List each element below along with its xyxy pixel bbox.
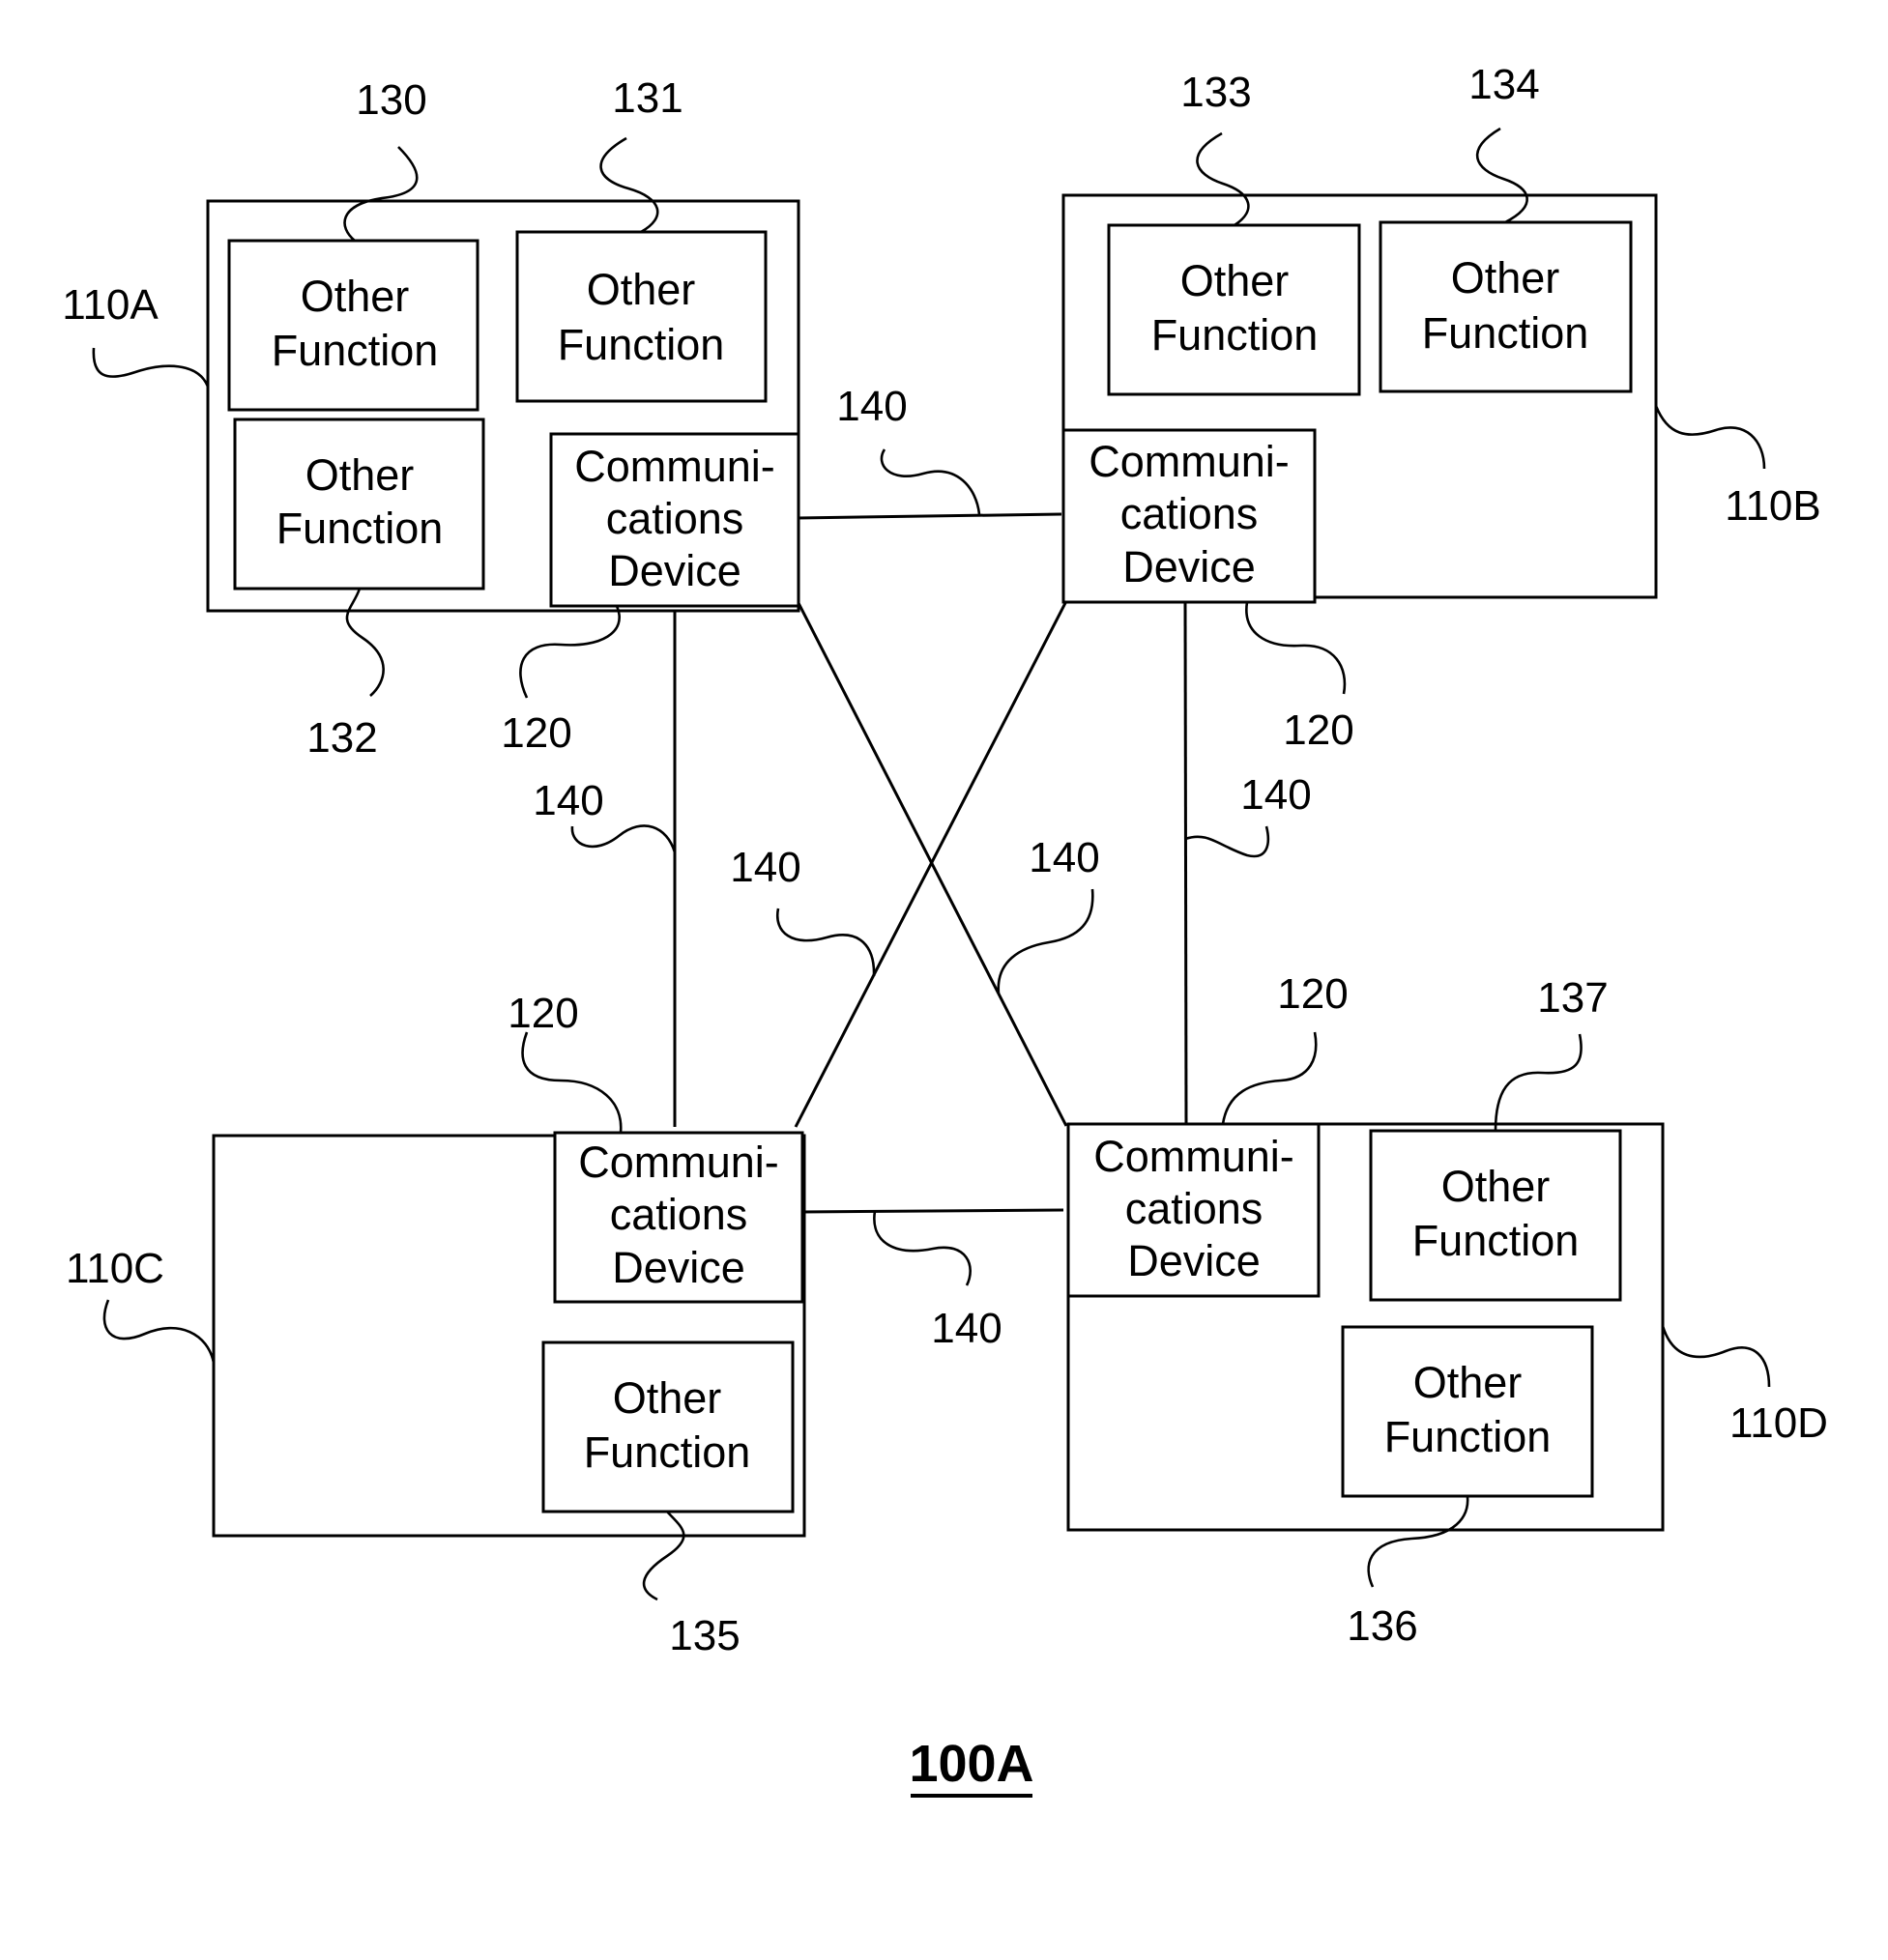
ref-label-110d: 110D bbox=[1729, 1399, 1828, 1447]
leader-140-bd bbox=[1185, 826, 1268, 856]
function-130-line1: Other bbox=[301, 272, 410, 321]
link-c-d bbox=[800, 1210, 1063, 1212]
ref-label-132: 132 bbox=[306, 714, 377, 762]
figure-label: 100A bbox=[909, 1735, 1033, 1793]
leader-120-a bbox=[520, 606, 619, 698]
function-135-line2: Function bbox=[584, 1427, 751, 1477]
comm-device-110c: Communi- cations Device bbox=[555, 1133, 802, 1302]
ref-label-110a: 110A bbox=[62, 281, 159, 329]
ref-label-137: 137 bbox=[1537, 974, 1608, 1022]
leader-110a bbox=[94, 348, 208, 387]
function-134-line2: Function bbox=[1422, 308, 1589, 358]
ref-label-110b: 110B bbox=[1725, 482, 1821, 530]
link-b-d bbox=[1185, 601, 1186, 1124]
ref-label-140-ab: 140 bbox=[836, 383, 907, 430]
ref-label-134: 134 bbox=[1468, 61, 1539, 108]
function-box-130: Other Function bbox=[229, 241, 478, 410]
comm-110d-line3: Device bbox=[1127, 1236, 1261, 1285]
comm-110b-line1: Communi- bbox=[1089, 437, 1290, 486]
function-137-line2: Function bbox=[1412, 1216, 1580, 1265]
comm-110a-line3: Device bbox=[608, 546, 741, 595]
link-a-b bbox=[798, 514, 1061, 518]
comm-device-110a: Communi- cations Device bbox=[551, 434, 799, 606]
ref-label-140-ad: 140 bbox=[1029, 834, 1099, 881]
node-110b: Other Function Other Function Communi- c… bbox=[1063, 195, 1656, 602]
function-134-line1: Other bbox=[1451, 253, 1560, 303]
ref-label-120-c: 120 bbox=[508, 990, 578, 1037]
function-137-line1: Other bbox=[1441, 1162, 1551, 1211]
comm-110c-line1: Communi- bbox=[578, 1138, 779, 1187]
function-136-line2: Function bbox=[1384, 1412, 1552, 1461]
leader-120-c bbox=[523, 1032, 622, 1133]
function-135-line1: Other bbox=[613, 1373, 722, 1423]
function-box-131: Other Function bbox=[517, 232, 766, 401]
comm-110a-line2: cations bbox=[606, 494, 744, 543]
leader-110d bbox=[1663, 1326, 1769, 1387]
leader-120-d bbox=[1223, 1032, 1316, 1124]
ref-label-130: 130 bbox=[356, 76, 426, 124]
comm-110b-line3: Device bbox=[1122, 542, 1256, 591]
ref-label-140-bc: 140 bbox=[730, 844, 800, 891]
leader-110b bbox=[1656, 406, 1764, 469]
function-131-line2: Function bbox=[558, 320, 725, 369]
node-110a: Other Function Other Function Other Func… bbox=[208, 201, 799, 611]
function-132-line2: Function bbox=[276, 504, 444, 553]
function-132-line1: Other bbox=[305, 450, 415, 500]
leader-140-cd bbox=[874, 1211, 970, 1285]
comm-110a-line1: Communi- bbox=[574, 442, 775, 491]
ref-label-135: 135 bbox=[669, 1612, 740, 1659]
leader-120-b bbox=[1246, 602, 1345, 694]
node-110d: Communi- cations Device Other Function O… bbox=[1068, 1124, 1663, 1530]
ref-label-133: 133 bbox=[1180, 69, 1251, 116]
function-133-line1: Other bbox=[1180, 256, 1290, 305]
comm-110c-line2: cations bbox=[610, 1190, 748, 1239]
function-box-135: Other Function bbox=[543, 1342, 793, 1512]
function-131-line1: Other bbox=[587, 265, 696, 314]
ref-label-136: 136 bbox=[1347, 1602, 1417, 1650]
ref-label-131: 131 bbox=[612, 74, 683, 122]
leader-140-ad bbox=[999, 889, 1093, 994]
function-130-line2: Function bbox=[272, 326, 439, 375]
function-box-133: Other Function bbox=[1109, 225, 1359, 394]
ref-label-120-b: 120 bbox=[1283, 706, 1353, 754]
function-box-137: Other Function bbox=[1371, 1131, 1620, 1300]
ref-label-140-ac: 140 bbox=[533, 777, 603, 824]
comm-110c-line3: Device bbox=[612, 1243, 745, 1292]
comm-110d-line1: Communi- bbox=[1093, 1132, 1294, 1181]
leader-140-ab bbox=[882, 449, 979, 514]
leader-140-bc bbox=[777, 908, 874, 976]
function-box-132: Other Function bbox=[235, 419, 483, 589]
node-110c: Communi- cations Device Other Function bbox=[214, 1133, 804, 1536]
ref-label-120-d: 120 bbox=[1277, 970, 1348, 1018]
leader-110c bbox=[104, 1300, 214, 1363]
comm-device-110d: Communi- cations Device bbox=[1068, 1124, 1319, 1296]
ref-label-110c: 110C bbox=[66, 1245, 164, 1292]
ref-label-140-cd: 140 bbox=[931, 1305, 1002, 1352]
comm-110b-line2: cations bbox=[1120, 489, 1259, 538]
comm-110d-line2: cations bbox=[1125, 1184, 1264, 1233]
leader-137 bbox=[1496, 1034, 1582, 1131]
function-136-line1: Other bbox=[1413, 1358, 1523, 1407]
ref-label-140-bd: 140 bbox=[1240, 771, 1311, 819]
comm-device-110b: Communi- cations Device bbox=[1063, 430, 1315, 602]
function-133-line2: Function bbox=[1151, 310, 1319, 360]
function-box-134: Other Function bbox=[1380, 222, 1631, 391]
leader-140-ac bbox=[572, 825, 675, 852]
ref-label-120-a: 120 bbox=[501, 709, 571, 757]
function-box-136: Other Function bbox=[1343, 1327, 1592, 1496]
